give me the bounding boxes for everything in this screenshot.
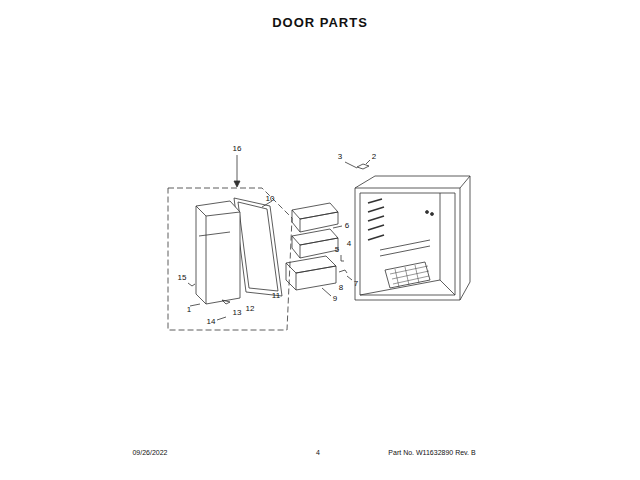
callout-number: 15 [178, 274, 187, 282]
footer-text: 4 [316, 449, 320, 456]
callout-number: 5 [335, 246, 339, 254]
callout-number: 10 [266, 195, 275, 203]
callout-number: 7 [354, 280, 358, 288]
page-title: DOOR PARTS [272, 16, 368, 29]
callout-number: 9 [333, 295, 337, 303]
callout-number: 11 [272, 292, 280, 300]
callout-number: 13 [233, 309, 242, 317]
callout-number: 2 [372, 153, 376, 161]
callout-number: 1 [187, 306, 191, 314]
callout-number: 16 [233, 145, 242, 153]
callout-number: 12 [246, 305, 255, 313]
callout-number: 14 [207, 318, 216, 326]
callout-number: 8 [339, 284, 343, 292]
footer-text: Part No. W11632890 Rev. B [388, 449, 475, 456]
callout-number: 4 [347, 240, 351, 248]
footer-text: 09/26/2022 [132, 449, 167, 456]
callout-number: 6 [345, 222, 349, 230]
callout-number: 3 [338, 153, 342, 161]
